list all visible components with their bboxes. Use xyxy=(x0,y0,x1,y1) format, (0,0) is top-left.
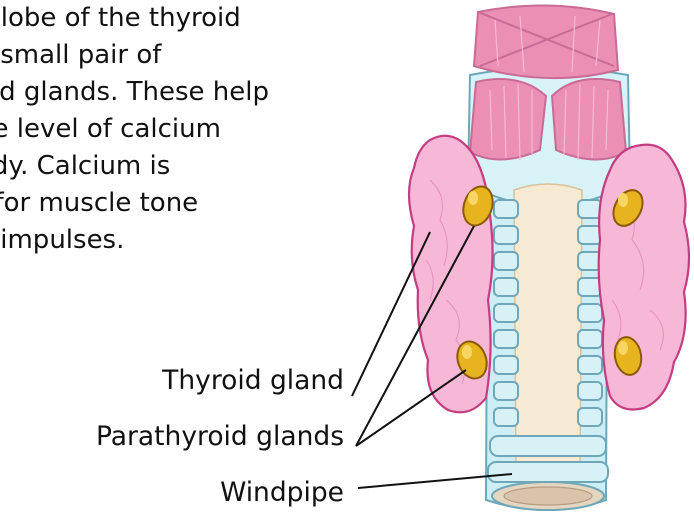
thyroid-gland-label: Thyroid gland xyxy=(162,366,344,396)
windpipe-label: Windpipe xyxy=(220,478,344,508)
parathyroid-glands-label: Parathyroid glands xyxy=(96,422,344,452)
